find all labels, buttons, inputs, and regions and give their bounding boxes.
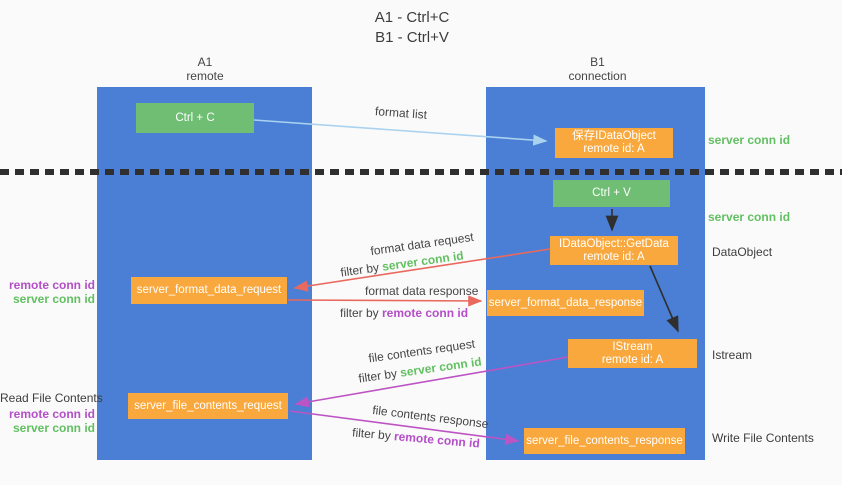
label-server-conn-id-format: server conn id — [12, 292, 95, 306]
node-getdata-line1: IDataObject::GetData — [559, 237, 669, 250]
node-server-file-contents-response: server_file_contents_response — [524, 428, 685, 454]
node-save-idataobject-line1: 保存IDataObject — [572, 130, 656, 142]
node-ctrl-v-label: Ctrl + V — [592, 187, 631, 199]
label-read-file-contents: Read File Contents — [0, 391, 103, 405]
node-server-format-data-response: server_format_data_response — [487, 290, 644, 316]
node-ctrl-c: Ctrl + C — [136, 103, 254, 133]
label-server-conn-id-top: server conn id — [708, 133, 791, 147]
label-server-conn-id-file: server conn id — [12, 421, 95, 435]
node-server-file-contents-request-label: server_file_contents_request — [134, 399, 282, 412]
filter-remote-conn-id-1: remote conn id — [382, 306, 469, 320]
label-filter-remote-conn-1: filter by remote conn id — [340, 306, 468, 320]
label-write-file-contents: Write File Contents — [712, 431, 814, 445]
diagram-title: A1 - Ctrl+C B1 - Ctrl+V — [312, 8, 512, 48]
node-ctrl-v: Ctrl + V — [553, 180, 670, 207]
node-getdata-line2: remote id: A — [583, 250, 645, 263]
label-dataobject: DataObject — [712, 245, 773, 259]
lane-a1-name: A1 — [197, 55, 213, 69]
node-server-format-data-request: server_format_data_request — [131, 277, 287, 304]
lane-b1-name: B1 — [590, 55, 605, 69]
arrow-file-contents-response — [289, 410, 520, 445]
arrow-getdata-to-istream — [649, 265, 679, 333]
node-save-idataobject-line2: remote id: A — [583, 143, 645, 155]
node-server-file-contents-request: server_file_contents_request — [128, 393, 288, 419]
node-server-format-data-response-label: server_format_data_response — [488, 296, 643, 309]
label-format-data-response: format data response — [365, 284, 479, 298]
arrow-format-data-request — [293, 248, 551, 292]
node-server-format-data-request-label: server_format_data_request — [136, 284, 282, 296]
lane-a1-subtitle: remote — [186, 69, 224, 83]
label-server-conn-id-mid: server conn id — [708, 210, 791, 224]
node-save-idataobject: 保存IDataObject remote id: A — [555, 128, 673, 158]
title-line-2: B1 - Ctrl+V — [375, 29, 449, 46]
node-istream-line2: remote id: A — [601, 353, 664, 366]
filter-by-text-2: filter by — [340, 306, 383, 320]
lane-header-b1: B1 connection — [540, 55, 655, 83]
node-istream: IStream remote id: A — [568, 339, 697, 368]
arrow-file-contents-request — [294, 356, 569, 408]
lane-b1-subtitle: connection — [568, 69, 627, 83]
title-line-1: A1 - Ctrl+C — [374, 9, 450, 26]
node-idataobject-getdata: IDataObject::GetData remote id: A — [550, 236, 678, 265]
arrow-format-list — [253, 119, 548, 146]
dashed-divider — [0, 169, 842, 175]
lane-header-a1: A1 remote — [150, 55, 260, 83]
node-ctrl-c-label: Ctrl + C — [175, 111, 215, 124]
label-remote-conn-id-file: remote conn id — [8, 407, 95, 421]
arrow-format-data-response — [287, 295, 483, 307]
label-istream: Istream — [712, 348, 753, 362]
node-server-file-contents-response-label: server_file_contents_response — [526, 434, 683, 447]
label-conn-ids-format: remote conn id server conn id — [0, 278, 95, 306]
label-conn-ids-file: remote conn id server conn id — [0, 407, 95, 435]
node-istream-line1: IStream — [612, 340, 653, 353]
label-remote-conn-id-format: remote conn id — [8, 278, 95, 292]
